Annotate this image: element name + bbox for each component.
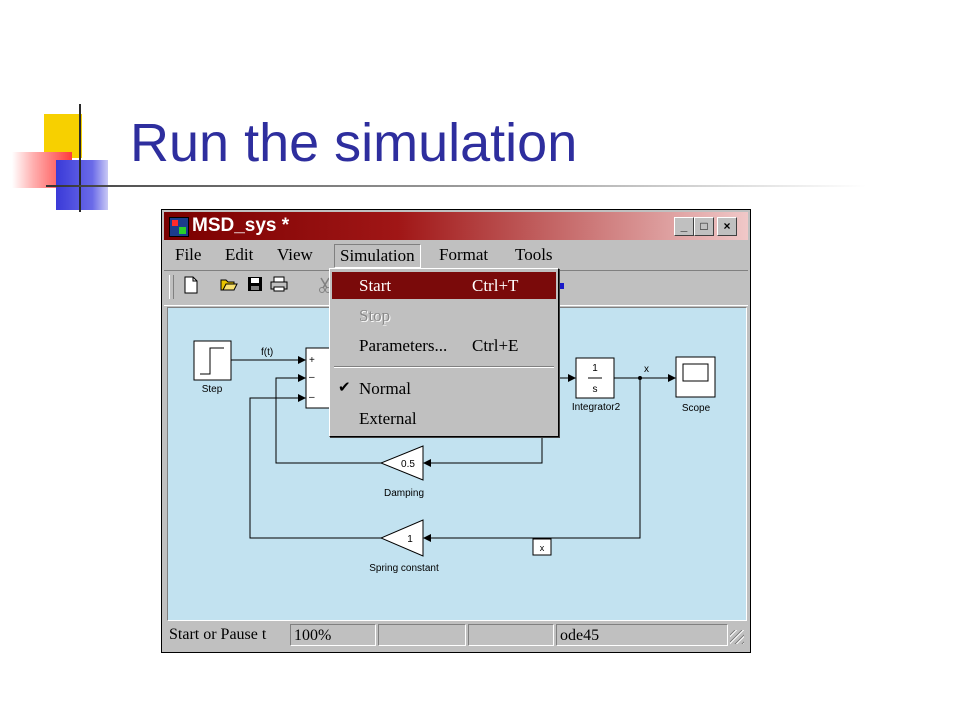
signal-ft-label: f(t) <box>261 347 273 358</box>
menu-item-parameters[interactable]: Parameters... Ctrl+E <box>332 332 556 359</box>
damping-label: Damping <box>384 488 424 499</box>
sum-sign-minus-1: – <box>309 372 315 383</box>
integrator-block[interactable] <box>575 357 615 399</box>
spring-feedback-line[interactable] <box>249 394 381 539</box>
menu-item-parameters-shortcut: Ctrl+E <box>472 336 519 355</box>
slide-title: Run the simulation <box>130 113 578 173</box>
sum-sign-minus-2: – <box>309 392 315 403</box>
resize-grip-icon[interactable] <box>730 630 744 644</box>
menu-item-start[interactable]: Start Ctrl+T <box>332 272 556 299</box>
scope-block[interactable] <box>675 356 716 398</box>
status-solver: ode45 <box>556 624 728 646</box>
menubar: File Edit View Simulation Format Tools <box>164 242 748 268</box>
spring-gain-value: 1 <box>407 534 413 545</box>
x-display-block[interactable] <box>532 538 552 556</box>
x-display-label: x <box>540 543 545 553</box>
menu-item-stop-label: Stop <box>359 306 391 325</box>
slide-decoration-vline <box>79 104 81 212</box>
toolbar-grip[interactable] <box>169 275 174 299</box>
checkmark-icon: ✔ <box>338 380 351 396</box>
spring-gain-block[interactable] <box>379 519 424 557</box>
simulation-menu-dropdown: Start Ctrl+T Stop Parameters... Ctrl+E ✔… <box>329 268 559 437</box>
integrator-label: Integrator2 <box>572 402 621 413</box>
step-label: Step <box>202 384 223 395</box>
menu-item-parameters-label: Parameters... <box>359 336 448 355</box>
status-panel-blank-1 <box>378 624 466 646</box>
damping-feedback-line[interactable] <box>275 374 381 464</box>
menu-item-stop[interactable]: Stop <box>332 302 556 329</box>
status-message: Start or Pause t <box>169 626 267 643</box>
status-panel-blank-2 <box>468 624 554 646</box>
menu-item-external-label: External <box>359 409 417 428</box>
menu-simulation[interactable]: Simulation <box>334 244 421 268</box>
step-block[interactable] <box>193 340 232 381</box>
menu-format[interactable]: Format <box>439 245 489 264</box>
menu-item-normal[interactable]: ✔ Normal <box>332 375 556 402</box>
open-icon[interactable] <box>218 276 240 298</box>
signal-to-spring[interactable] <box>423 378 641 542</box>
slide-title-underline <box>46 185 866 187</box>
menu-file[interactable]: File <box>175 245 202 264</box>
save-icon[interactable] <box>244 276 266 298</box>
run-icon[interactable] <box>550 276 572 298</box>
menu-item-start-label: Start <box>359 276 392 295</box>
new-icon[interactable] <box>180 276 202 298</box>
menu-item-start-shortcut: Ctrl+T <box>472 276 519 295</box>
menu-item-external[interactable]: External <box>332 405 556 432</box>
menu-edit[interactable]: Edit <box>225 245 254 264</box>
print-icon[interactable] <box>268 276 290 298</box>
window-titlebar[interactable]: MSD_sys * _ □ × <box>164 212 748 240</box>
damping-gain-value: 0.5 <box>401 459 415 470</box>
simulink-app-icon[interactable] <box>169 217 189 237</box>
statusbar: Start or Pause t 100% ode45 <box>164 622 748 650</box>
minimize-button[interactable]: _ <box>674 217 694 236</box>
menu-view[interactable]: View <box>277 245 313 264</box>
close-button[interactable]: × <box>717 217 737 236</box>
window-title: MSD_sys * <box>192 215 290 236</box>
status-zoom: 100% <box>290 624 376 646</box>
slide-decoration-yellow <box>44 114 82 158</box>
spring-label: Spring constant <box>369 563 439 574</box>
maximize-button[interactable]: □ <box>694 217 714 236</box>
menu-tools[interactable]: Tools <box>515 245 553 264</box>
damping-gain-block[interactable] <box>379 445 424 481</box>
signal-x-label: x <box>644 364 649 375</box>
menu-item-normal-label: Normal <box>359 379 411 398</box>
menu-separator <box>334 366 554 368</box>
integrator-numerator: 1 <box>592 363 598 374</box>
sum-sign-plus: + <box>309 355 315 366</box>
scope-label: Scope <box>682 403 711 414</box>
block-diagram: Step f(t) + – – 1 s Integrator2 <box>193 340 716 574</box>
integrator-denominator: s <box>593 384 598 395</box>
